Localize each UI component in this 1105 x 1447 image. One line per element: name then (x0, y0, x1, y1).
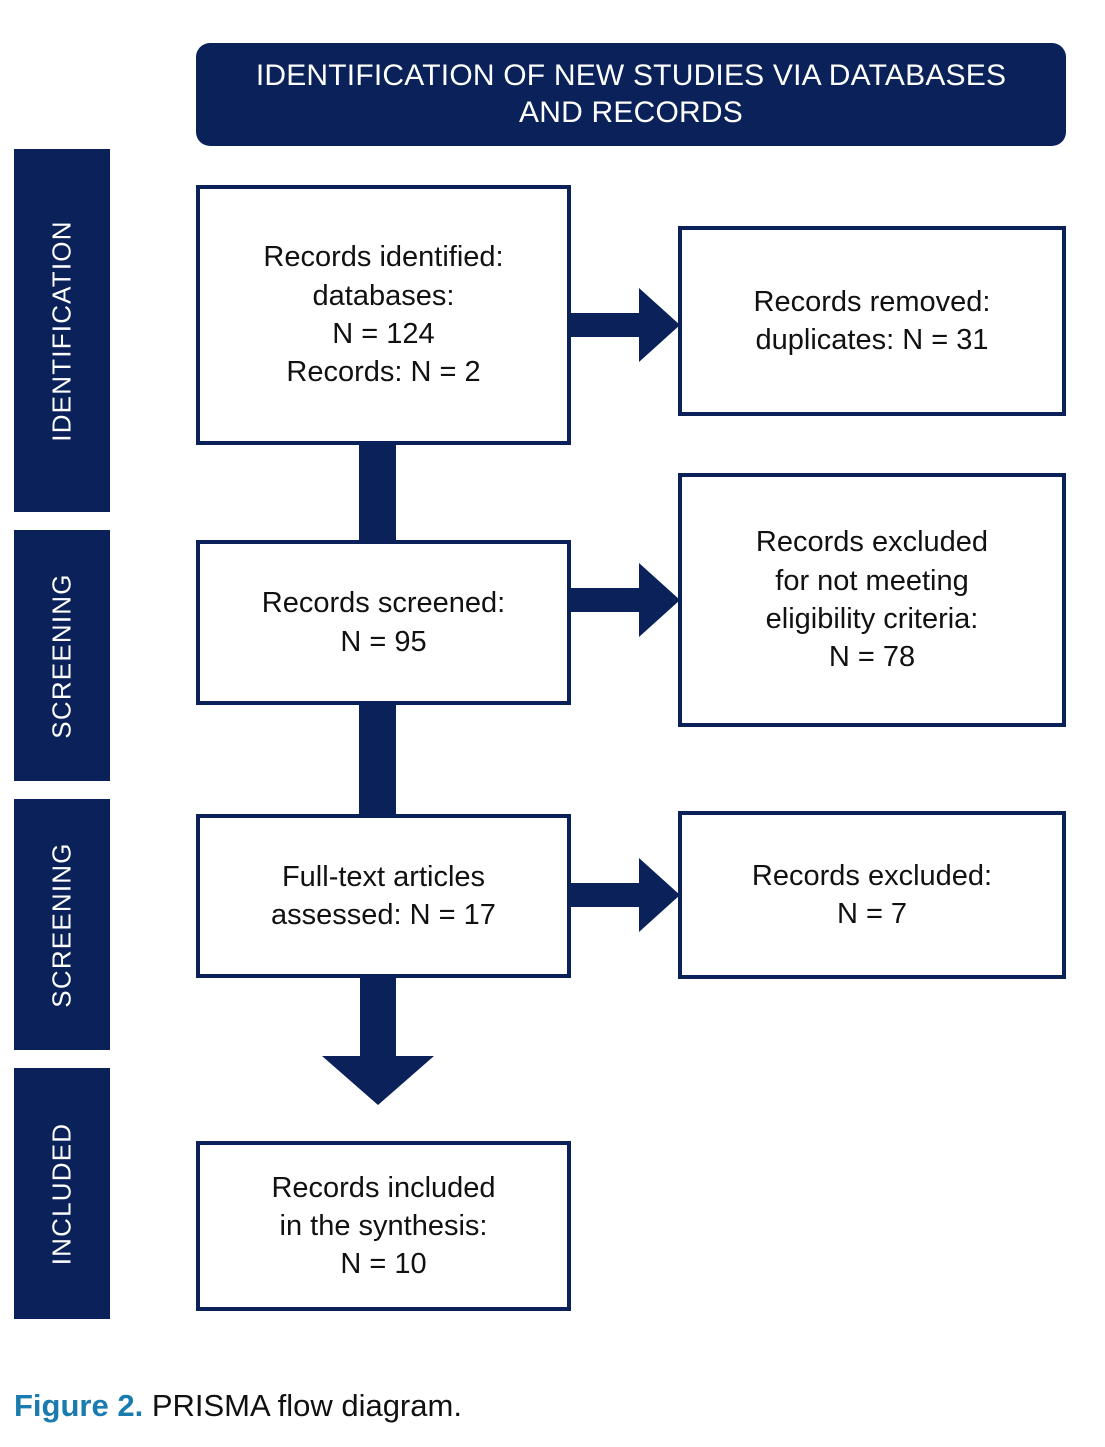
box-records-removed-text: Records removed: duplicates: N = 31 (753, 285, 991, 356)
box-fulltext-assessed-text: Full-text articles assessed: N = 17 (271, 860, 496, 931)
box-records-removed: Records removed: duplicates: N = 31 (678, 226, 1066, 416)
stage-label-included: INCLUDED (46, 1122, 77, 1265)
arrow-fulltext-to-included (322, 970, 434, 1105)
diagram-header-title: IDENTIFICATION OF NEW STUDIES VIA DATABA… (255, 58, 1007, 129)
stage-bar-screening-1: SCREENING (14, 530, 110, 781)
box-records-identified: Records identified: databases: N = 124 R… (196, 185, 571, 445)
stage-bar-screening-2: SCREENING (14, 799, 110, 1050)
box-records-screened: Records screened: N = 95 (196, 540, 571, 705)
box-records-included-text: Records included in the synthesis: N = 1… (271, 1171, 496, 1281)
stage-bar-identification: IDENTIFICATION (14, 149, 110, 512)
box-records-included: Records included in the synthesis: N = 1… (196, 1141, 571, 1311)
stage-label-screening-1: SCREENING (46, 572, 77, 739)
box-fulltext-assessed: Full-text articles assessed: N = 17 (196, 814, 571, 978)
figure-caption-text: PRISMA flow diagram. (151, 1388, 462, 1423)
stage-bar-included: INCLUDED (14, 1068, 110, 1319)
arrow-screened-to-excluded (568, 563, 680, 637)
box-records-excluded-fulltext: Records excluded: N = 7 (678, 811, 1066, 979)
stage-label-screening-2: SCREENING (46, 841, 77, 1008)
box-records-excluded-fulltext-text: Records excluded: N = 7 (751, 859, 993, 930)
box-records-excluded-eligibility-text: Records excluded for not meeting eligibi… (755, 526, 989, 674)
arrow-fulltext-to-excluded (568, 858, 680, 932)
stage-label-identification: IDENTIFICATION (46, 219, 77, 442)
figure-caption-label: Figure 2. (14, 1388, 144, 1423)
diagram-header-banner: IDENTIFICATION OF NEW STUDIES VIA DATABA… (196, 43, 1066, 146)
box-records-screened-text: Records screened: N = 95 (261, 587, 506, 658)
connector-identified-to-screened (359, 440, 396, 545)
box-records-excluded-eligibility: Records excluded for not meeting eligibi… (678, 473, 1066, 727)
figure-caption: Figure 2. PRISMA flow diagram. (14, 1388, 462, 1424)
box-records-identified-text: Records identified: databases: N = 124 R… (263, 241, 504, 389)
arrow-identified-to-removed (568, 288, 680, 362)
connector-screened-to-fulltext (359, 700, 396, 822)
